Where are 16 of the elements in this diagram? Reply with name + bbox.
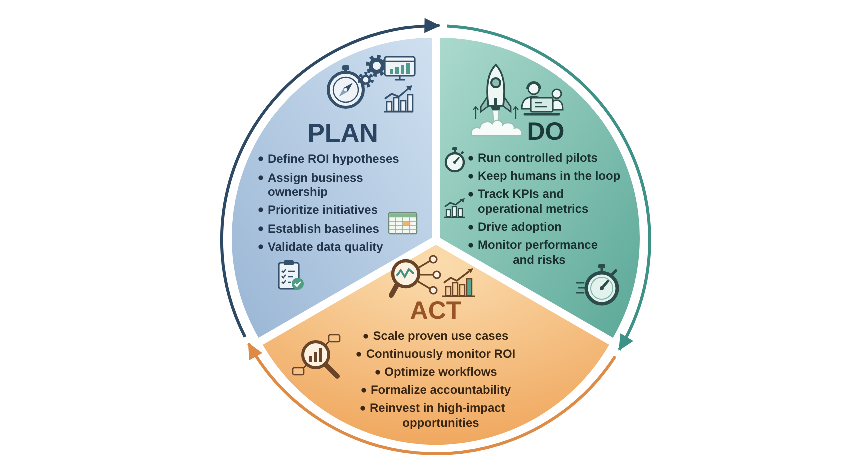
bullet-point: Optimize workflows	[374, 365, 498, 380]
phase-title: PLAN	[308, 120, 378, 146]
bullet-point: Formalize accountability	[360, 383, 511, 398]
phase-title: DO	[527, 120, 565, 145]
bullet-point: Keep humans in the loop	[468, 169, 621, 184]
bullet-point: Define ROI hypotheses	[258, 152, 400, 166]
cycle-arrow	[248, 342, 617, 456]
bullet-point: Establish baselines	[258, 222, 380, 236]
bullet-point: Drive adoption	[468, 220, 562, 235]
cycle-arrow	[447, 24, 652, 352]
bullet-point: Run controlled pilots	[468, 151, 598, 166]
phase-title: ACT	[410, 299, 462, 324]
bullet-point: Prioritize initiatives	[258, 203, 378, 217]
bullet-point: Continuously monitor ROI	[356, 347, 516, 362]
bullet-point: Scale proven use cases	[363, 329, 509, 344]
bullet-point: Validate data quality	[258, 240, 384, 254]
